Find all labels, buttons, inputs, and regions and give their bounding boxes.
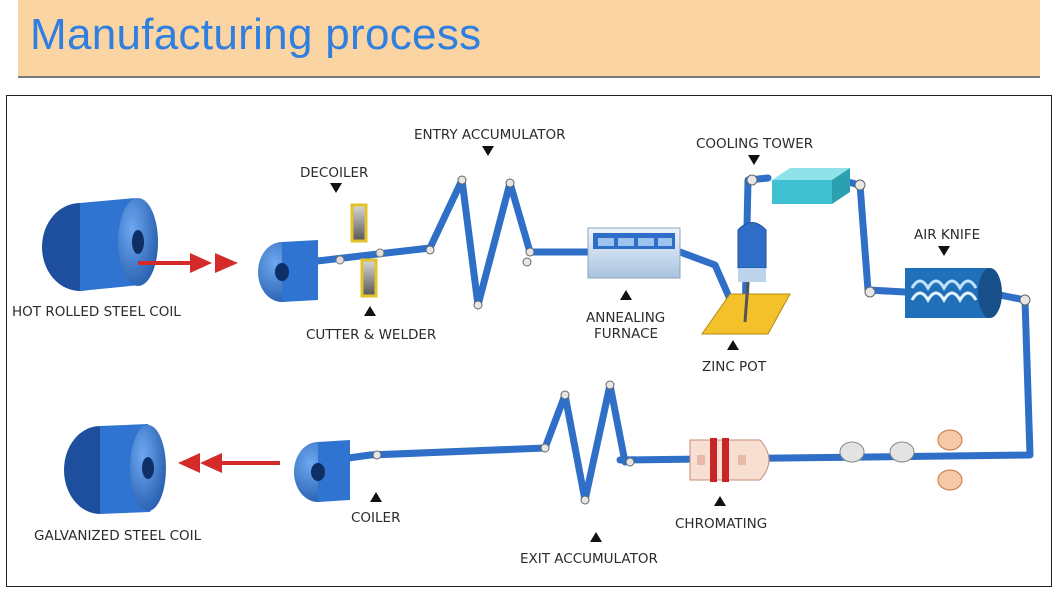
skin-pass-rollers-icon: [839, 429, 963, 491]
label-cooling-tower: COOLING TOWER: [696, 136, 813, 152]
label-air-knife: AIR KNIFE: [914, 227, 980, 243]
decoiler-pointer-icon: [330, 183, 342, 193]
air-knife-pointer-icon: [938, 246, 950, 256]
exit-accumulator-rollers: [540, 380, 635, 505]
label-decoiler: DECOILER: [300, 165, 368, 181]
exit-accumulator-pointer-icon: [590, 532, 602, 542]
label-chromating: CHROMATING: [675, 516, 767, 532]
annealing-furnace-icon: [587, 227, 681, 279]
page-title: Manufacturing process: [30, 10, 482, 59]
coiler-pointer-icon: [370, 492, 382, 502]
title-bar: Manufacturing process: [18, 0, 1040, 78]
hot-rolled-coil-icon: [42, 198, 158, 291]
label-coiler: COILER: [351, 510, 400, 526]
label-hot-rolled-steel-coil: HOT ROLLED STEEL COIL: [12, 304, 181, 320]
cutter-welder-icon: [335, 203, 385, 298]
diagram-frame: [6, 95, 1052, 587]
label-exit-accumulator: EXIT ACCUMULATOR: [520, 551, 658, 567]
label-entry-accumulator: ENTRY ACCUMULATOR: [414, 127, 565, 143]
coiler-coil-icon: [294, 440, 382, 502]
exit-arrow-icon: [178, 453, 280, 473]
cooling-tower-pointer-icon: [748, 155, 760, 165]
label-annealing: ANNEALING: [586, 310, 665, 326]
entry-accumulator-pointer-icon: [482, 146, 494, 156]
label-furnace: FURNACE: [594, 326, 658, 342]
zinc-pot-pointer-icon: [727, 340, 739, 350]
label-galvanized-steel-coil: GALVANIZED STEEL COIL: [34, 528, 202, 544]
annealing-pointer-icon: [620, 290, 632, 300]
cutter-pointer-icon: [364, 306, 376, 316]
decoiler-coil-icon: [258, 240, 318, 302]
chromating-icon: [689, 438, 770, 482]
feed-arrow-icon: [138, 253, 238, 273]
zinc-pot-icon: [701, 222, 791, 335]
label-cutter-welder: CUTTER & WELDER: [306, 327, 436, 343]
label-zinc-pot: ZINC POT: [702, 359, 767, 375]
cooling-tower-icon: [746, 168, 866, 204]
chromating-pointer-icon: [714, 496, 726, 506]
air-knife-icon: [864, 268, 1031, 318]
entry-accumulator-rollers: [425, 175, 535, 310]
galvanized-coil-icon: [64, 424, 166, 514]
